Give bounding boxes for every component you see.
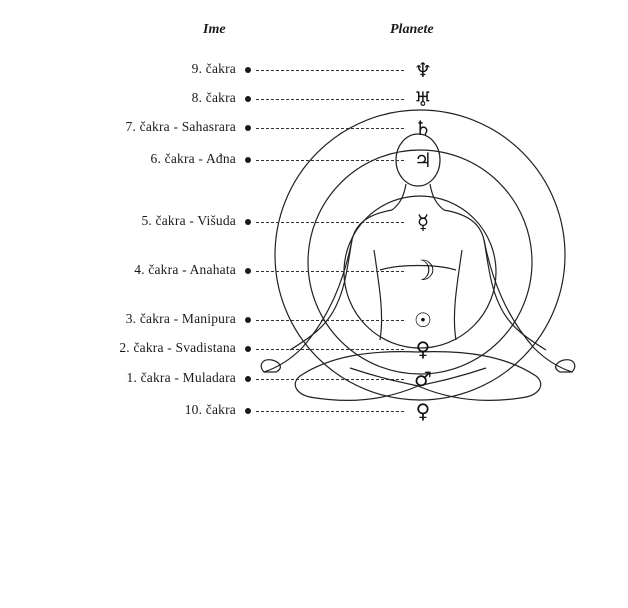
chakra-label: 6. čakra - Ađna bbox=[150, 151, 236, 166]
row-dashed-line bbox=[256, 99, 404, 100]
saturn-icon: ♄ bbox=[414, 116, 432, 140]
venus-icon: ♀ bbox=[415, 399, 431, 423]
chakra-label: 7. čakra - Sahasrara bbox=[125, 119, 236, 134]
row-dot bbox=[245, 376, 251, 382]
figure-chest-line bbox=[379, 264, 457, 271]
row-dashed-line bbox=[256, 222, 404, 223]
row-dot bbox=[245, 346, 251, 352]
row-dot bbox=[245, 219, 251, 225]
aura-circle-outer bbox=[274, 109, 566, 401]
chakra-label: 4. čakra - Anahata bbox=[134, 262, 236, 277]
figure-hand-right bbox=[555, 359, 576, 373]
column-header-planets: Planete bbox=[390, 22, 434, 37]
figure-feet bbox=[349, 367, 487, 387]
row-dot bbox=[245, 268, 251, 274]
chakra-label: 5. čakra - Višuda bbox=[141, 213, 236, 228]
figure-arm-right bbox=[483, 239, 573, 373]
row-dashed-line bbox=[256, 349, 404, 350]
row-dashed-line bbox=[256, 411, 404, 412]
sun-icon: ☉ bbox=[414, 308, 432, 332]
jupiter-icon: ♃ bbox=[414, 148, 432, 172]
figure-arm-left bbox=[263, 239, 353, 373]
row-dashed-line bbox=[256, 70, 404, 71]
chakra-label: 9. čakra bbox=[191, 61, 236, 76]
mercury-icon: ☿ bbox=[416, 210, 430, 234]
row-dashed-line bbox=[256, 160, 404, 161]
figure-neck bbox=[391, 183, 445, 211]
mars-icon: ♂ bbox=[414, 367, 432, 391]
row-dashed-line bbox=[256, 271, 404, 272]
uranus-icon: ♅ bbox=[414, 87, 432, 111]
chakra-label: 3. čakra - Manipura bbox=[125, 311, 236, 326]
moon-icon: ☽ bbox=[410, 254, 436, 287]
neptune-icon: ♆ bbox=[414, 58, 432, 82]
chakra-label: 10. čakra bbox=[184, 402, 236, 417]
row-dashed-line bbox=[256, 128, 404, 129]
row-dashed-line bbox=[256, 379, 404, 380]
column-header-name: Ime bbox=[203, 22, 226, 37]
row-dot bbox=[245, 317, 251, 323]
chakra-label: 8. čakra bbox=[191, 90, 236, 105]
row-dot bbox=[245, 408, 251, 414]
row-dot bbox=[245, 125, 251, 131]
venus-icon: ♀ bbox=[415, 337, 431, 361]
figure-hand-left bbox=[260, 359, 281, 373]
chakra-label: 2. čakra - Svadistana bbox=[119, 340, 236, 355]
row-dot bbox=[245, 157, 251, 163]
figure-waist bbox=[373, 249, 463, 341]
chakra-label: 1. čakra - Muladara bbox=[126, 370, 236, 385]
figure-legs bbox=[294, 351, 542, 401]
aura-circle-middle bbox=[307, 149, 533, 375]
row-dot bbox=[245, 96, 251, 102]
row-dashed-line bbox=[256, 320, 404, 321]
row-dot bbox=[245, 67, 251, 73]
